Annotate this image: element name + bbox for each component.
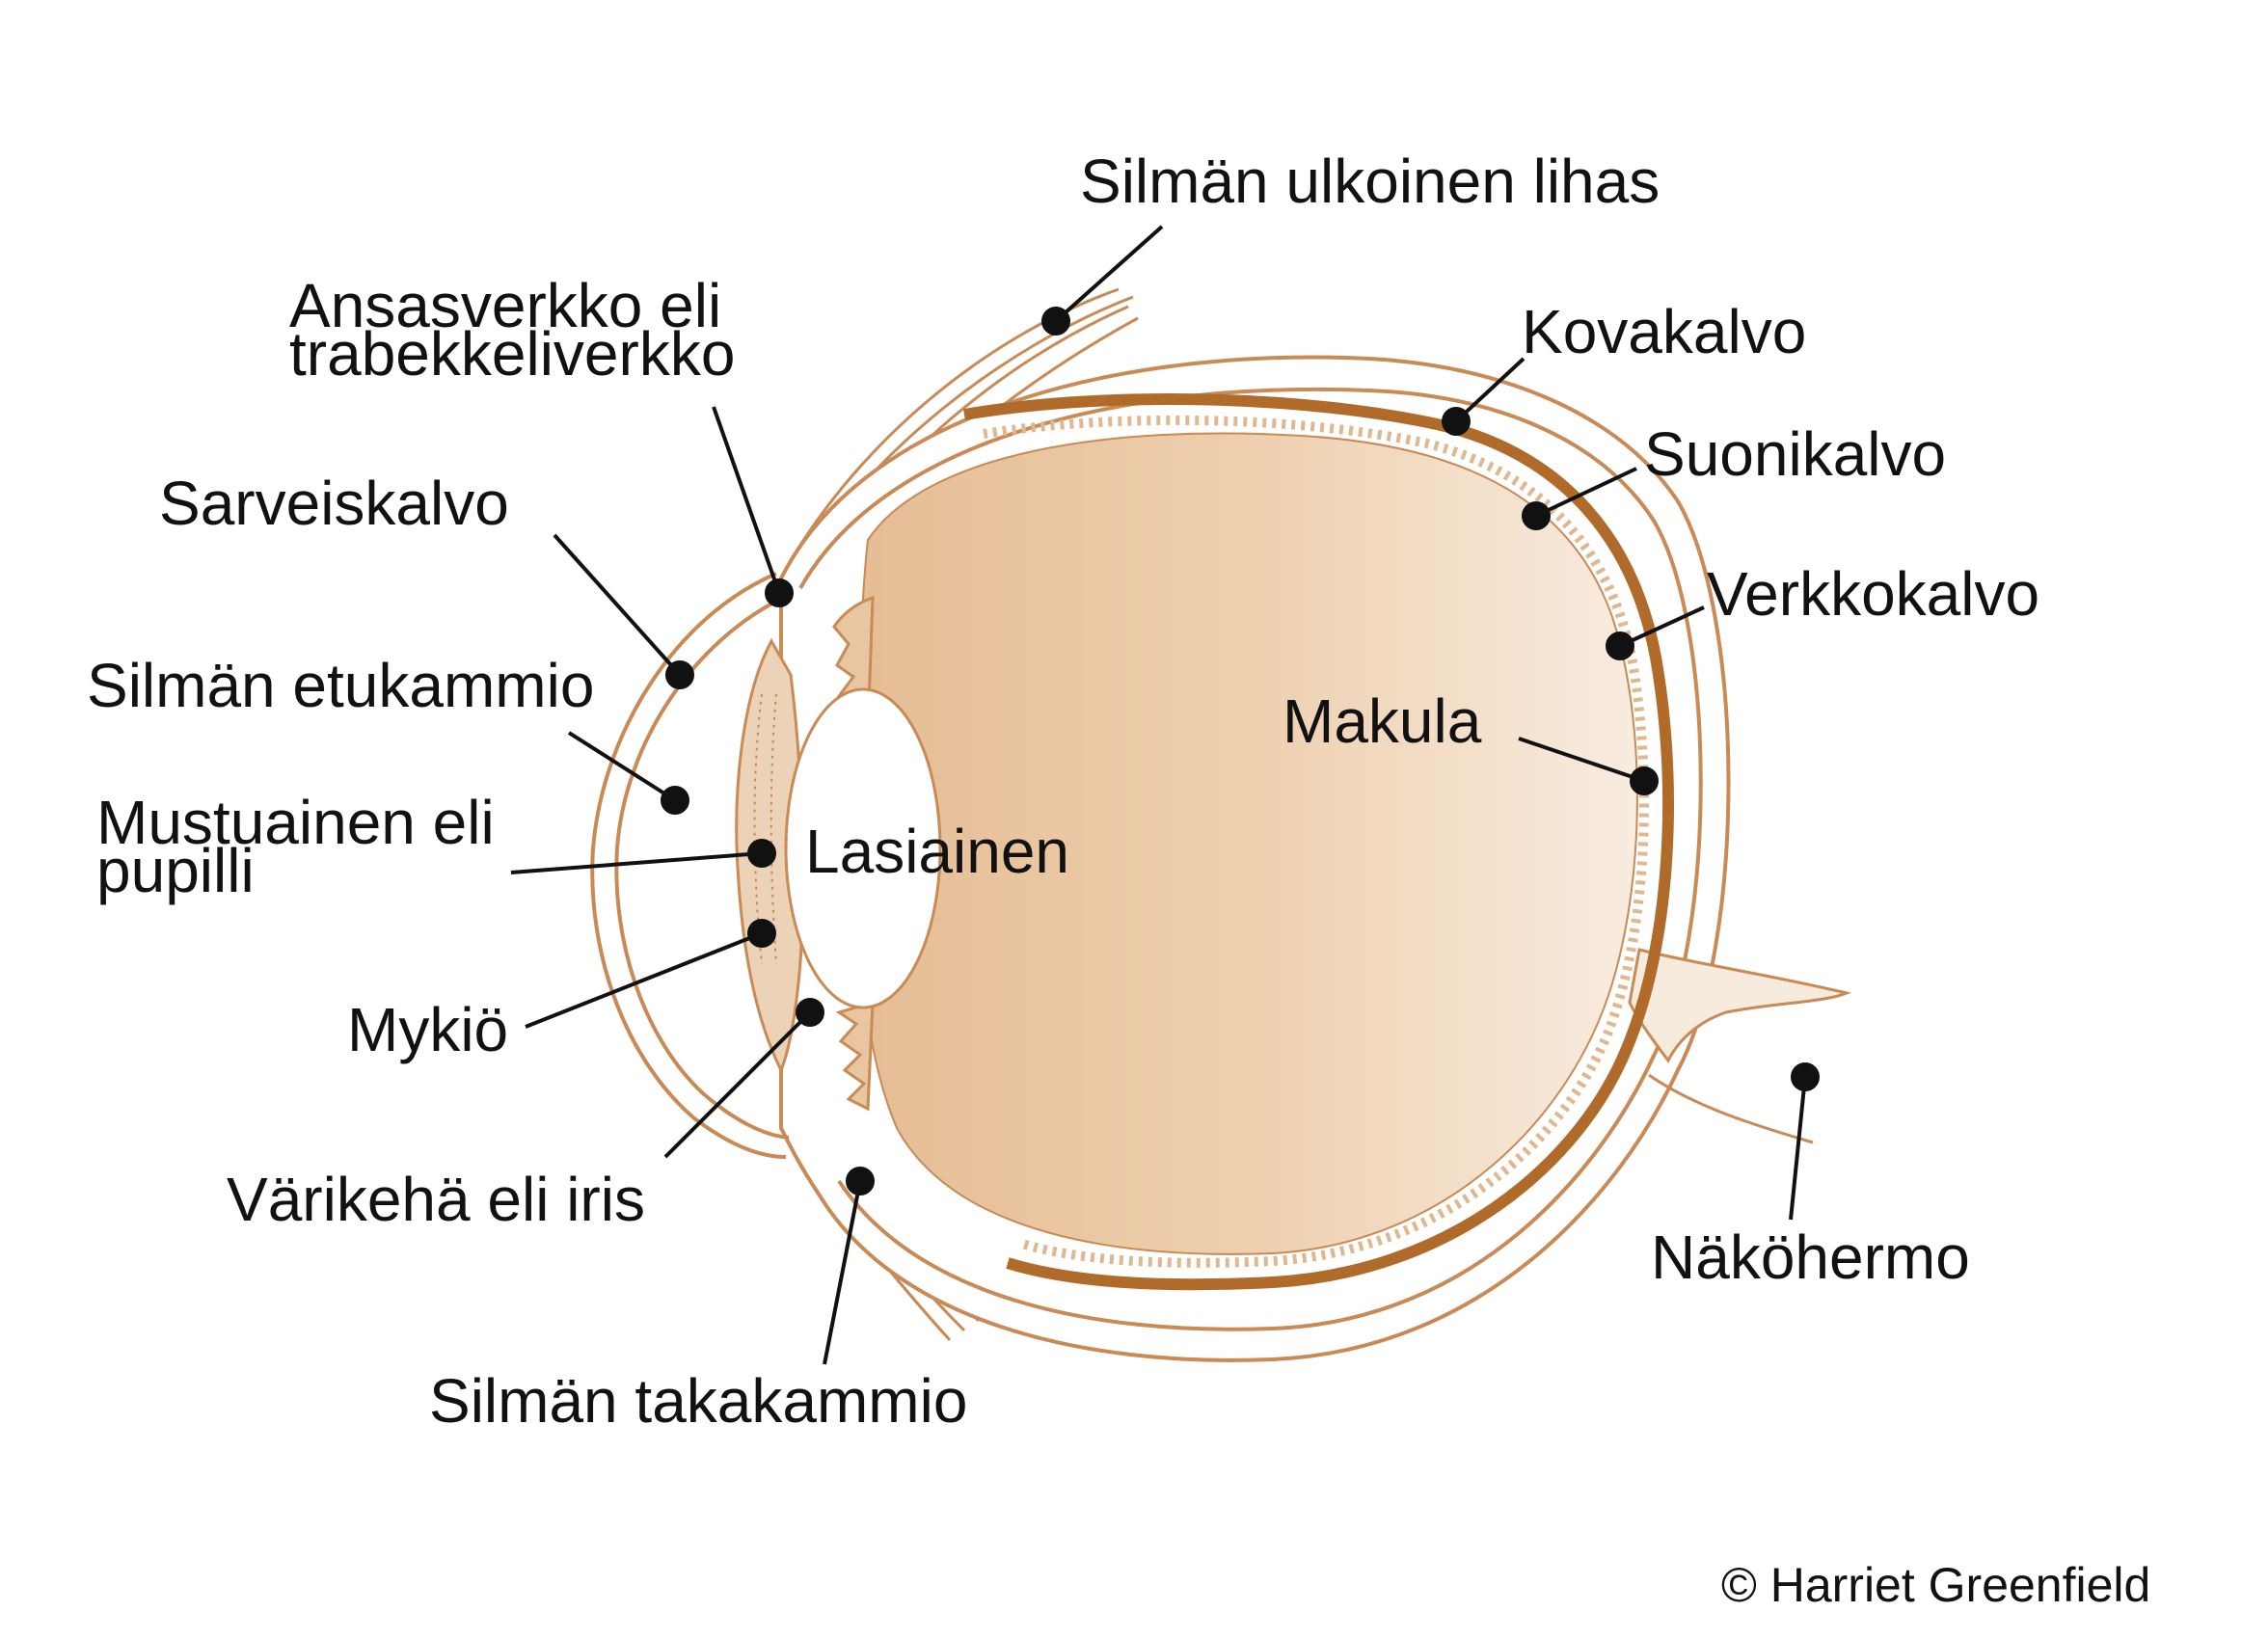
label-external-muscle: Silmän ulkoinen lihas: [1080, 147, 1660, 216]
label-anterior-chamber: Silmän etukammio: [87, 651, 595, 720]
optic-nerve-shape: [1628, 948, 1851, 1063]
leader-external-muscle: [1054, 225, 1164, 323]
dot-retina: [1606, 631, 1634, 660]
label-retina: Verkkokalvo: [1707, 559, 2040, 629]
label-pupil-line2: pupilli: [96, 836, 255, 905]
dot-iris: [796, 998, 824, 1027]
dot-pupil: [747, 839, 776, 868]
optic-nerve-sheath: [1648, 1073, 1814, 1144]
leader-anterior-chamber: [567, 731, 677, 802]
label-iris: Värikehä eli iris: [227, 1165, 645, 1234]
dot-lens: [747, 919, 776, 948]
label-choroid: Suonikalvo: [1644, 419, 1947, 489]
label-sclera: Kovakalvo: [1522, 297, 1807, 366]
dot-external-muscle: [1041, 307, 1070, 336]
dot-choroid: [1522, 501, 1551, 530]
label-pupil-line1: Mustuainen eli: [96, 788, 495, 857]
label-trabecular-line2: trabekkeliverkko: [289, 319, 736, 389]
dot-anterior-chamber: [661, 786, 689, 815]
leader-lines: [510, 225, 1820, 1365]
leader-macula: [1518, 737, 1645, 783]
label-lens: Mykiö: [347, 995, 509, 1064]
leader-trabecular: [712, 406, 781, 594]
leader-sclera: [1454, 357, 1526, 423]
label-trabecular-line1: Ansasverkko eli: [289, 271, 722, 340]
choroid-band: [963, 392, 1674, 1291]
cornea-outer: [590, 572, 787, 1159]
label-optic-nerve: Näköhermo: [1651, 1223, 1970, 1292]
label-posterior-chamber: Silmän takakammio: [429, 1366, 968, 1436]
label-cornea: Sarveiskalvo: [159, 469, 509, 538]
leader-retina: [1619, 605, 1705, 648]
leader-lens: [525, 931, 763, 1029]
dot-sclera: [1442, 407, 1471, 436]
leader-choroid: [1535, 467, 1637, 518]
ciliary-body-lower: [835, 1000, 875, 1112]
leader-cornea: [553, 533, 682, 677]
lens-shape: [784, 687, 942, 1009]
label-macula: Makula: [1282, 686, 1482, 756]
leader-pupil: [510, 851, 763, 874]
leader-iris: [663, 1010, 812, 1159]
dot-macula: [1630, 766, 1659, 795]
dot-trabecular: [765, 578, 794, 607]
leader-posterior-chamber: [823, 1180, 862, 1365]
label-vitreous: Lasiainen: [805, 817, 1069, 886]
leader-optic-nerve: [1789, 1076, 1807, 1221]
copyright-notice: © Harriet Greenfield: [1721, 1558, 2151, 1612]
dot-posterior-chamber: [846, 1167, 875, 1196]
dot-cornea: [665, 660, 694, 689]
dot-optic-nerve: [1791, 1062, 1820, 1091]
